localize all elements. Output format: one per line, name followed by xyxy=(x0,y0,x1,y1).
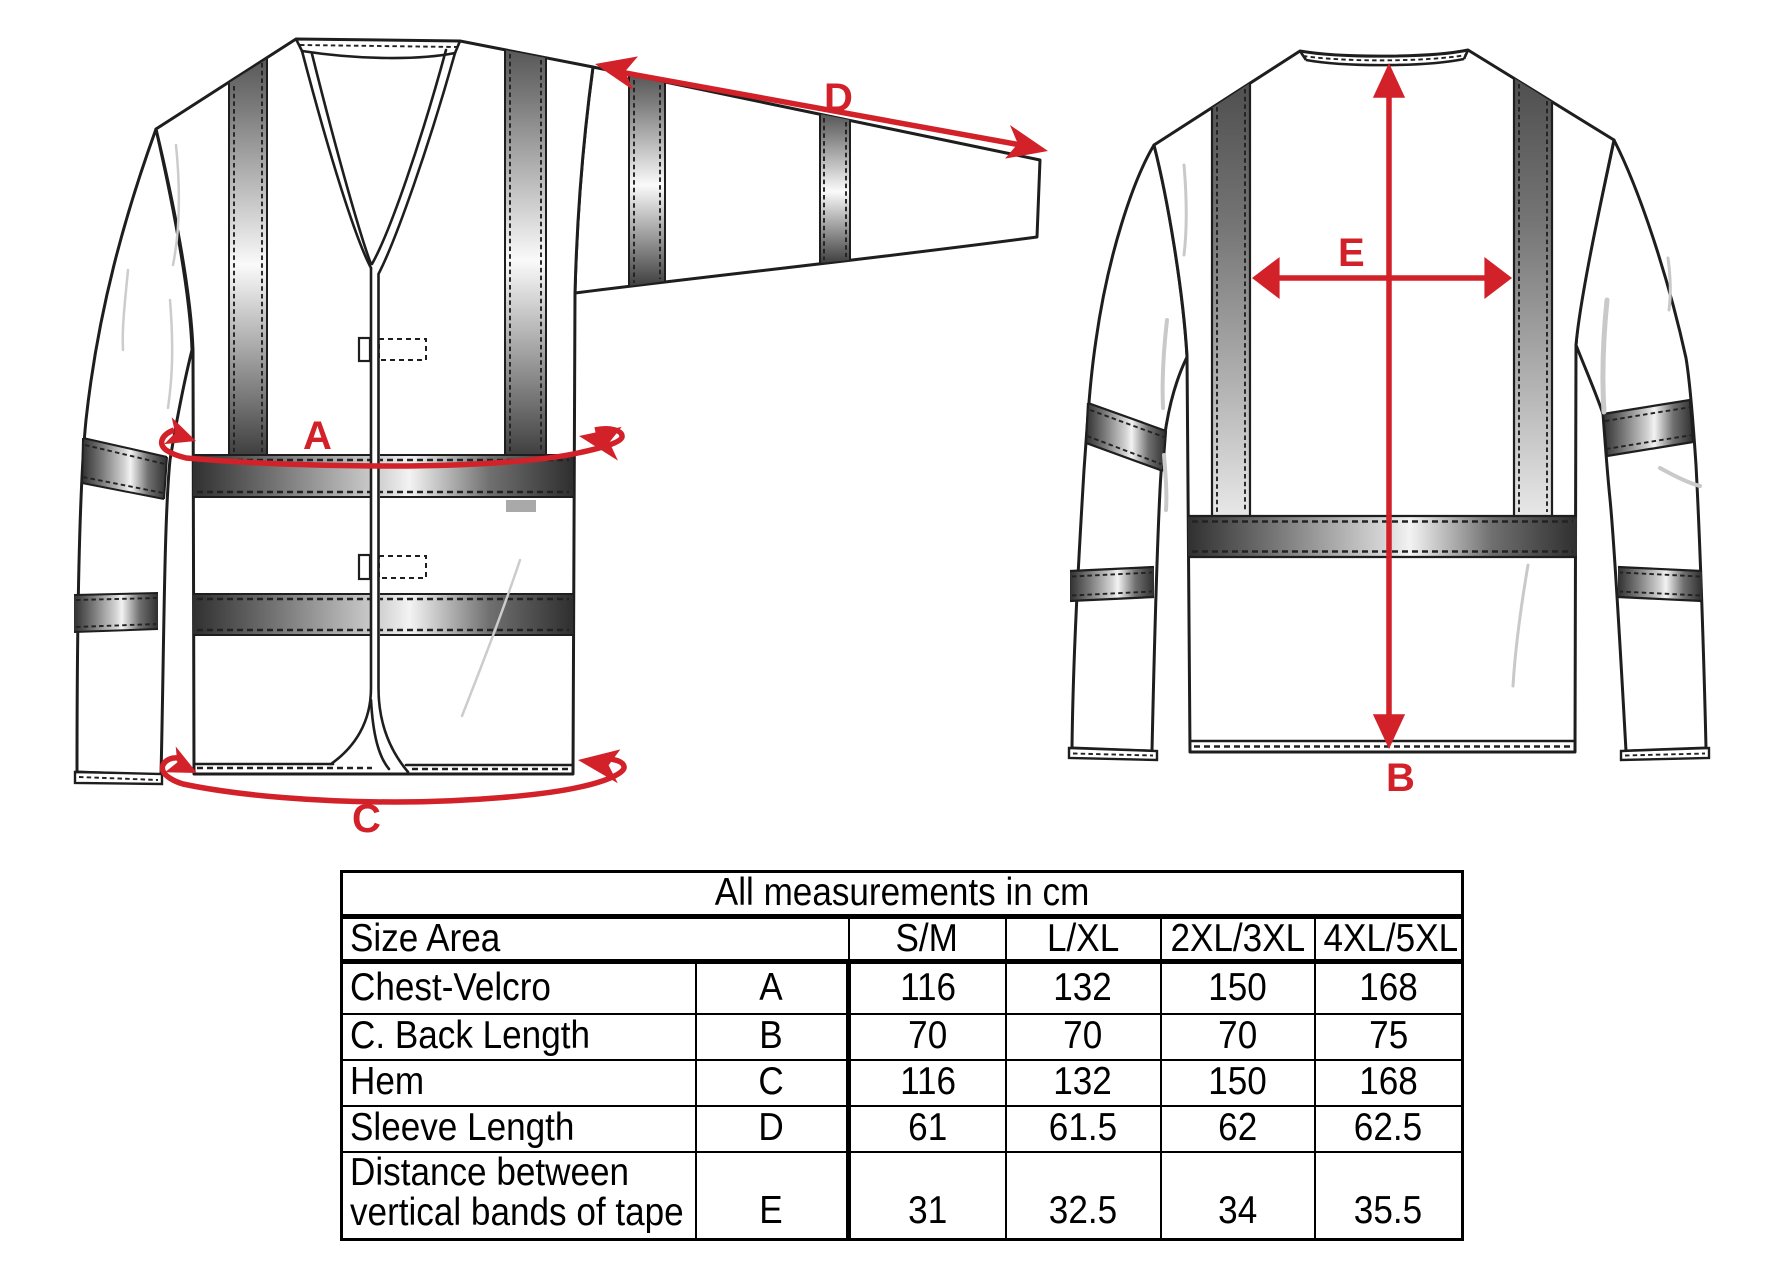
svg-text:A: A xyxy=(303,414,332,458)
svg-text:D: D xyxy=(824,76,853,120)
svg-text:E: E xyxy=(1338,231,1365,275)
svg-text:C: C xyxy=(352,797,381,841)
svg-text:B: B xyxy=(1386,756,1415,800)
